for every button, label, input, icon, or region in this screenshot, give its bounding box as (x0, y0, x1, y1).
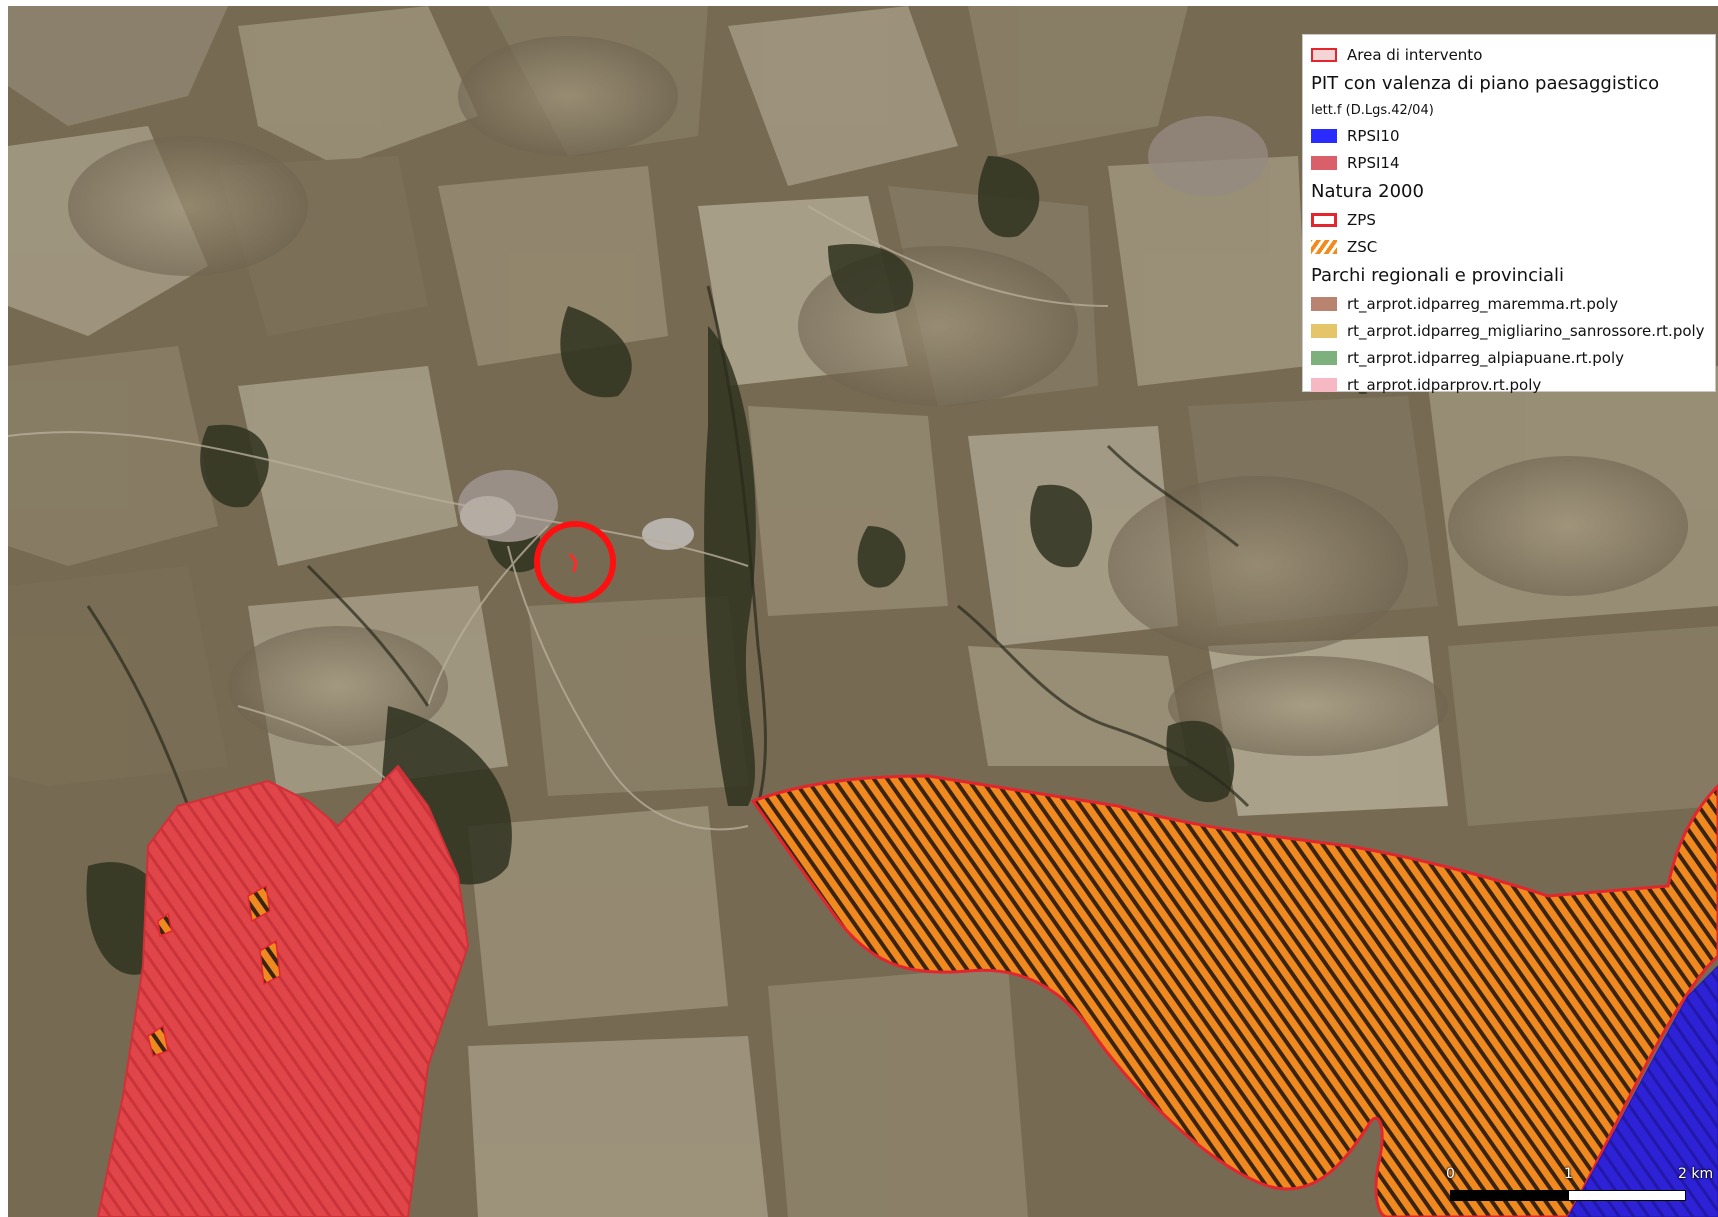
scale-segment-white (1568, 1190, 1686, 1201)
legend-panel: Area di intervento PIT con valenza di pi… (1302, 34, 1716, 394)
legend-area-intervento: Area di intervento (1311, 41, 1707, 68)
legend-parco-maremma: rt_arprot.idparreg_maremma.rt.poly (1311, 290, 1707, 317)
swatch-alpiapuane (1311, 350, 1337, 365)
rpsi14-area (96, 764, 470, 1217)
scale-label-0: 0 (1446, 1166, 1455, 1182)
swatch-rpsi10 (1311, 128, 1337, 143)
legend-rpsi10: RPSI10 (1311, 122, 1707, 149)
swatch-prov (1311, 377, 1337, 392)
legend-label: rt_arprot.idparreg_alpiapuane.rt.poly (1347, 348, 1625, 367)
legend-header-text: PIT con valenza di piano paesaggistico (1311, 72, 1660, 94)
legend-label: ZPS (1347, 210, 1376, 229)
legend-parco-prov: rt_arprot.idparprov.rt.poly (1311, 371, 1707, 398)
swatch-area-intervento (1311, 47, 1337, 62)
scale-segment-black (1450, 1190, 1568, 1201)
legend-parco-alpiapuane: rt_arprot.idparreg_alpiapuane.rt.poly (1311, 344, 1707, 371)
legend-parchi-header: Parchi regionali e provinciali (1311, 260, 1707, 290)
scale-label-1: 1 (1564, 1166, 1573, 1182)
scale-bar: 0 1 2 km (1430, 1166, 1718, 1216)
legend-zps: ZPS (1311, 206, 1707, 233)
legend-header-text: Parchi regionali e provinciali (1311, 264, 1565, 286)
legend-label: rt_arprot.idparprov.rt.poly (1347, 375, 1542, 394)
zsc-small-patches (147, 884, 281, 1057)
streams (86, 285, 1250, 808)
roads (8, 205, 1109, 831)
intervention-marker[interactable] (534, 521, 616, 603)
rpsi10-area (1567, 965, 1718, 1217)
legend-pit-sub: lett.f (D.Lgs.42/04) (1311, 98, 1707, 122)
legend-subheader-text: lett.f (D.Lgs.42/04) (1311, 102, 1434, 118)
legend-header-text: Natura 2000 (1311, 180, 1424, 202)
swatch-zps (1311, 212, 1337, 227)
legend-pit-header: PIT con valenza di piano paesaggistico (1311, 68, 1707, 98)
swatch-rpsi14 (1311, 155, 1337, 170)
legend-label: rt_arprot.idparreg_migliarino_sanrossore… (1347, 321, 1705, 340)
legend-label: RPSI10 (1347, 126, 1400, 145)
scale-label-2: 2 km (1678, 1166, 1714, 1182)
legend-label: rt_arprot.idparreg_maremma.rt.poly (1347, 294, 1619, 313)
legend-label: ZSC (1347, 237, 1378, 256)
hills (68, 36, 1688, 756)
legend-label: RPSI14 (1347, 153, 1400, 172)
swatch-zsc (1311, 239, 1337, 254)
legend-label: Area di intervento (1347, 45, 1483, 64)
legend-rpsi14: RPSI14 (1311, 149, 1707, 176)
swatch-migliarino (1311, 323, 1337, 338)
swatch-maremma (1311, 296, 1337, 311)
legend-zsc: ZSC (1311, 233, 1707, 260)
legend-parco-migliarino: rt_arprot.idparreg_migliarino_sanrossore… (1311, 317, 1707, 344)
legend-natura-header: Natura 2000 (1311, 176, 1707, 206)
field-patches (8, 6, 1718, 1217)
town (458, 116, 1268, 550)
